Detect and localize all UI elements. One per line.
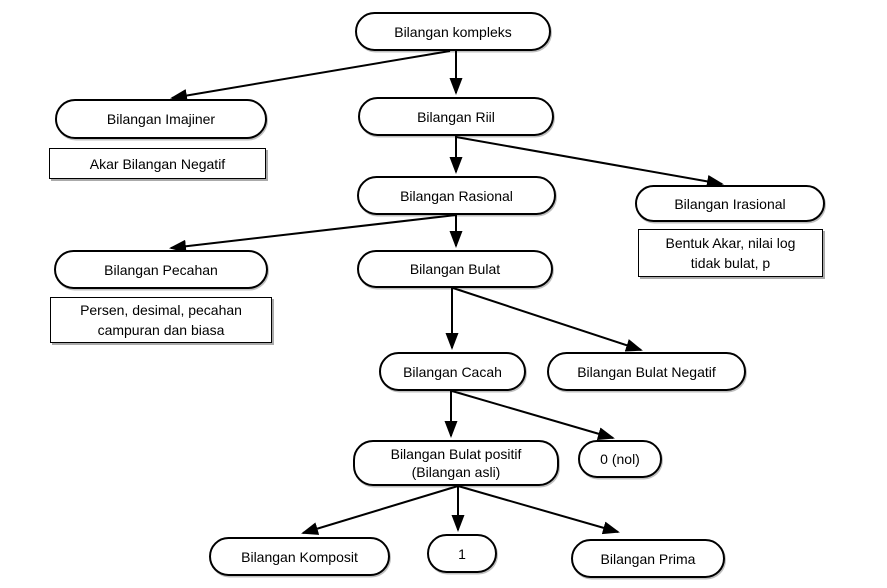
node-bilangan-komposit: Bilangan Komposit (209, 537, 390, 576)
node-bilangan-pecahan: Bilangan Pecahan (54, 250, 268, 289)
node-satu: 1 (427, 534, 497, 573)
note-persen-desimal: Persen, desimal, pecahan campuran dan bi… (50, 297, 272, 343)
node-bilangan-bulat-positif: Bilangan Bulat positif (Bilangan asli) (353, 440, 559, 486)
node-nol: 0 (nol) (578, 440, 662, 478)
edge-kompleks-imajiner (170, 50, 451, 102)
node-bilangan-irasional: Bilangan Irasional (635, 185, 825, 222)
edge-cacah-nol (451, 390, 615, 441)
node-bilangan-kompleks: Bilangan kompleks (355, 12, 551, 51)
edge-bulat-bulat-negatif (452, 287, 643, 352)
node-bilangan-rasional: Bilangan Rasional (357, 176, 556, 215)
node-bilangan-riil: Bilangan Riil (358, 97, 554, 136)
edge-bulat-positif-komposit (301, 485, 459, 535)
node-bilangan-bulat-negatif: Bilangan Bulat Negatif (547, 352, 746, 391)
note-akar-bilangan-negatif: Akar Bilangan Negatif (49, 148, 266, 179)
note-bentuk-akar: Bentuk Akar, nilai log tidak bulat, p (638, 229, 823, 277)
edge-bulat-positif-prima (457, 485, 620, 535)
edge-riil-irasional (455, 136, 724, 188)
node-bilangan-imajiner: Bilangan Imajiner (55, 99, 267, 139)
node-bilangan-bulat: Bilangan Bulat (357, 250, 553, 288)
edge-rasional-pecahan (169, 214, 457, 253)
node-bilangan-cacah: Bilangan Cacah (379, 352, 526, 391)
node-bilangan-prima: Bilangan Prima (571, 539, 725, 578)
